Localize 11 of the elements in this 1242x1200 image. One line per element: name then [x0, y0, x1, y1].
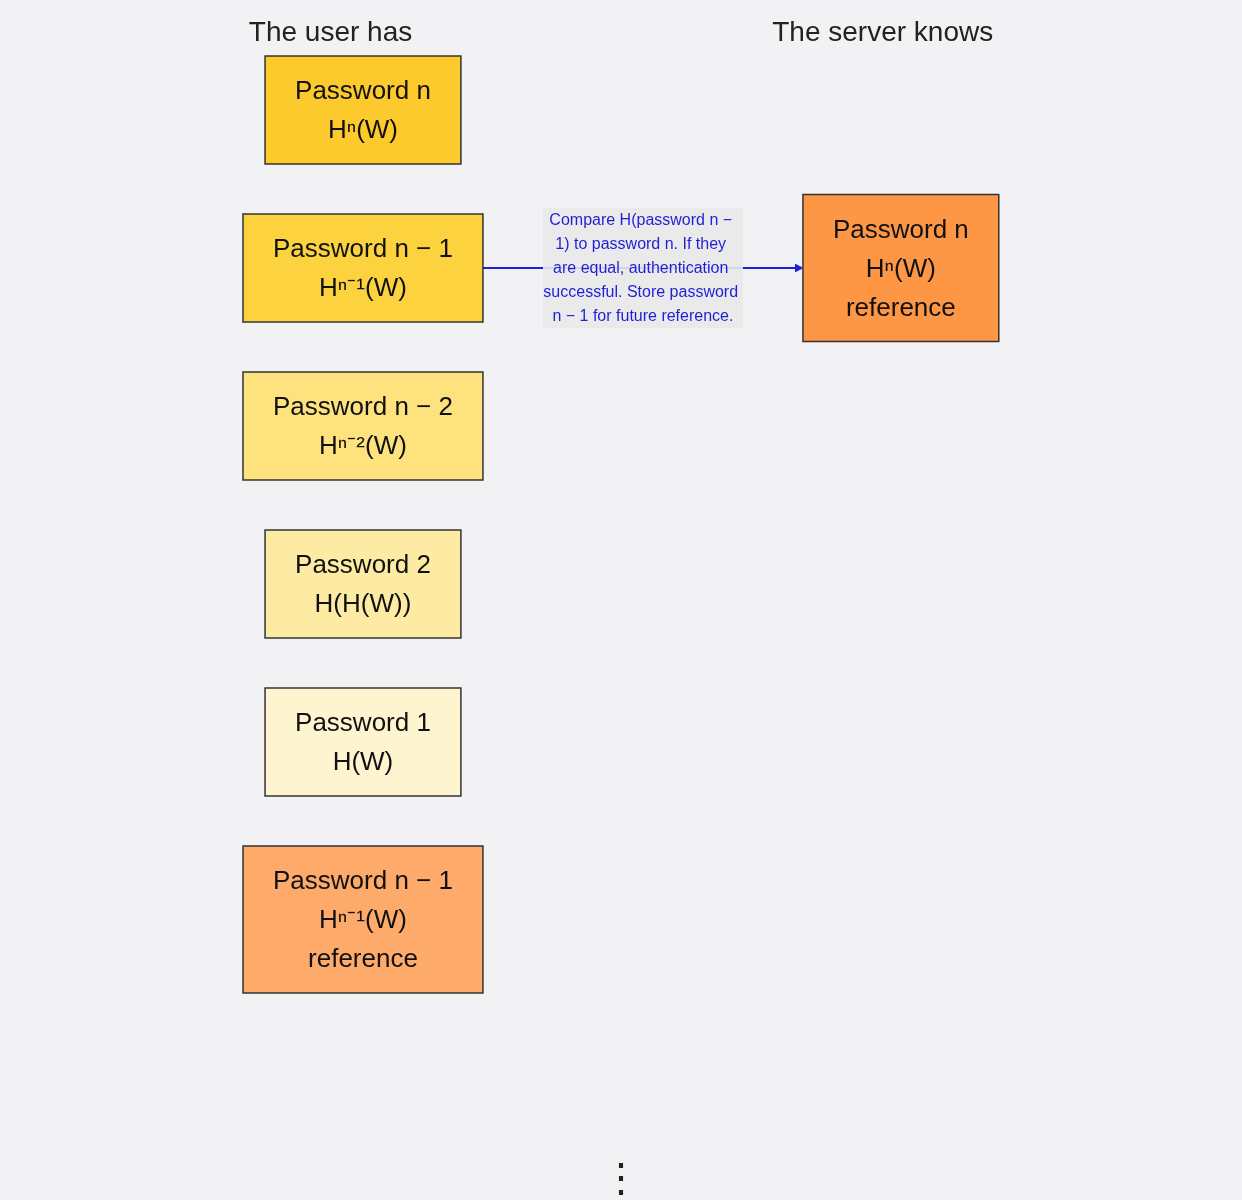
- node-box: Password n Hⁿ(W): [264, 55, 462, 165]
- node-box: Password n − 1 Hⁿ⁻¹(W) reference: [242, 845, 484, 994]
- ellipsis-mark: ⋮: [601, 1155, 641, 1199]
- node-box: Password 2 H(H(W)): [264, 529, 462, 639]
- node-box: Password n − 2 Hⁿ⁻²(W): [242, 371, 484, 481]
- column-heading: The user has: [248, 16, 413, 48]
- node-box: Password n − 1 Hⁿ⁻¹(W): [242, 213, 484, 323]
- node-box: Password n Hⁿ(W) reference: [802, 193, 1000, 343]
- edge-label: Compare H(password n − 1) to password n. If they are equal, authentication successful. Store password n − 1 for future reference.: [543, 211, 739, 324]
- node-box: Password 1 H(W): [264, 687, 462, 797]
- column-heading: The server knows: [772, 16, 994, 48]
